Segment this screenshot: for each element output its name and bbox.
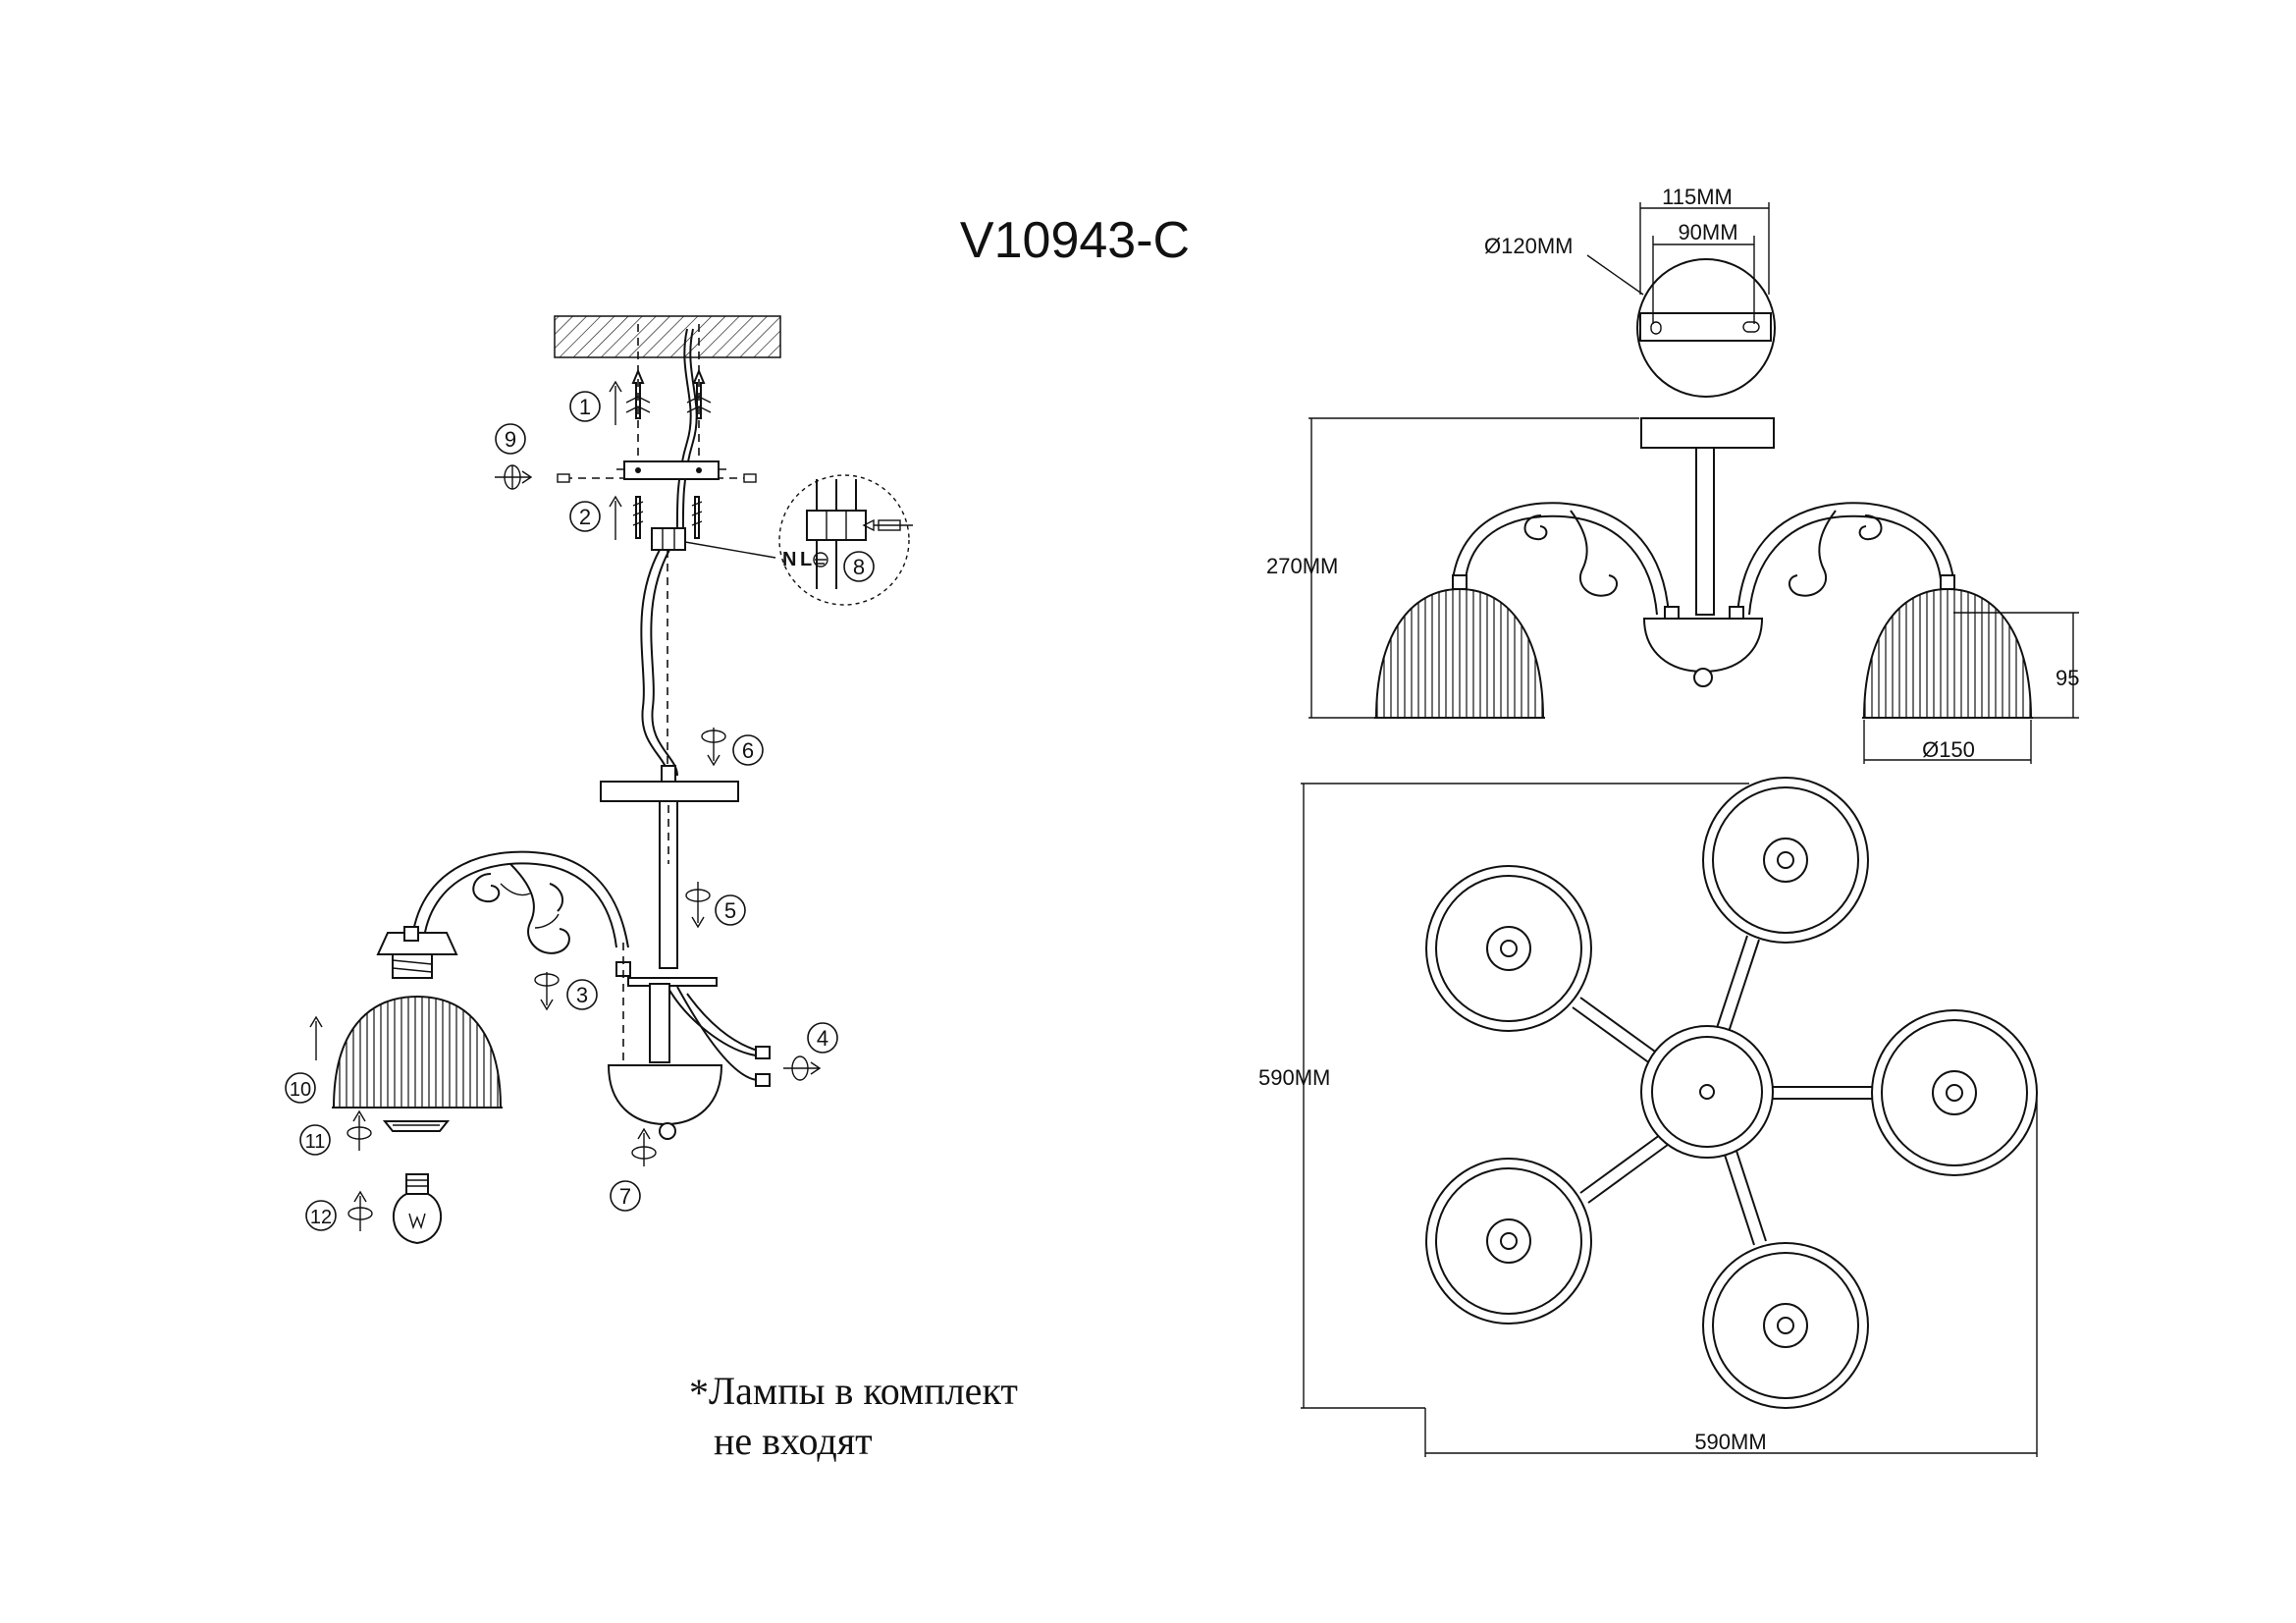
- step-2-label: 2: [579, 505, 591, 529]
- step-11-label: 11: [305, 1131, 326, 1153]
- plan-shade-right: [1871, 1009, 2038, 1176]
- step-3-label: 3: [576, 983, 588, 1007]
- step-2-marker: [569, 501, 601, 532]
- step-4-label: 4: [817, 1026, 828, 1051]
- lamps-not-included-note: * Лампы в комплект не входят: [689, 1369, 1018, 1463]
- plan-shade-top: [1702, 777, 1869, 944]
- plan-shade-bottom: [1702, 1242, 1869, 1409]
- model-title: V10943-C: [960, 212, 1190, 269]
- plan-shade-lower-left: [1425, 1158, 1592, 1325]
- ground-icon: [813, 552, 828, 568]
- canopy-outer-width: 115MM: [1662, 185, 1733, 209]
- step-9-marker: [495, 423, 526, 455]
- scroll-ornament-icon: [1523, 510, 1883, 597]
- plan-shade-upper-left: [1425, 865, 1592, 1032]
- note-line-1: Лампы в комплект: [709, 1369, 1018, 1413]
- wall-anchor-icon: [625, 368, 712, 419]
- canopy-dimension-view: 115MM 90MM Ø120MM: [1484, 185, 1776, 398]
- step-5-marker: [715, 894, 746, 926]
- side-elevation-view: 270MM 95 Ø150: [1266, 417, 2079, 764]
- step-6-marker: [732, 734, 764, 766]
- note-line-2: не входят: [714, 1419, 873, 1463]
- ceiling-hatch: [554, 315, 781, 358]
- exploded-assembly-view: 1 9 2 N L: [285, 315, 913, 1245]
- plan-view: 590MM 590MM: [1258, 777, 2038, 1457]
- shade-diameter: Ø150: [1922, 737, 1975, 762]
- step-4-marker: [807, 1022, 838, 1054]
- side-height: 270MM: [1266, 554, 1338, 578]
- scroll-ornament-icon: [472, 863, 570, 954]
- step-9-label: 9: [505, 427, 516, 452]
- wire-live-label: L: [800, 549, 812, 570]
- canopy-inner-width: 90MM: [1678, 220, 1737, 244]
- light-bulb-icon: [393, 1173, 442, 1245]
- step-10-marker: [285, 1072, 316, 1104]
- step-6-label: 6: [742, 738, 754, 763]
- step-1-label: 1: [579, 395, 591, 419]
- step-1-marker: [569, 391, 601, 422]
- plan-depth: 590MM: [1258, 1065, 1330, 1090]
- step-8-label: 8: [853, 555, 865, 579]
- step-3-marker: [566, 979, 598, 1010]
- glass-shade: [332, 995, 503, 1109]
- step-7-label: 7: [619, 1184, 631, 1209]
- step-8-marker: [843, 551, 875, 582]
- step-7-marker: [610, 1180, 641, 1212]
- canopy-diameter: Ø120MM: [1484, 234, 1573, 258]
- plan-width: 590MM: [1694, 1430, 1766, 1454]
- shade-height: 95: [2056, 666, 2079, 690]
- step-12-marker: [305, 1200, 337, 1231]
- step-11-marker: [299, 1124, 331, 1156]
- wiring-detail-bubble: [778, 474, 910, 606]
- step-12-label: 12: [310, 1207, 332, 1228]
- step-5-label: 5: [724, 898, 736, 923]
- step-10-label: 10: [290, 1079, 311, 1101]
- wire-neutral-label: N: [782, 549, 796, 570]
- note-star: *: [689, 1371, 709, 1415]
